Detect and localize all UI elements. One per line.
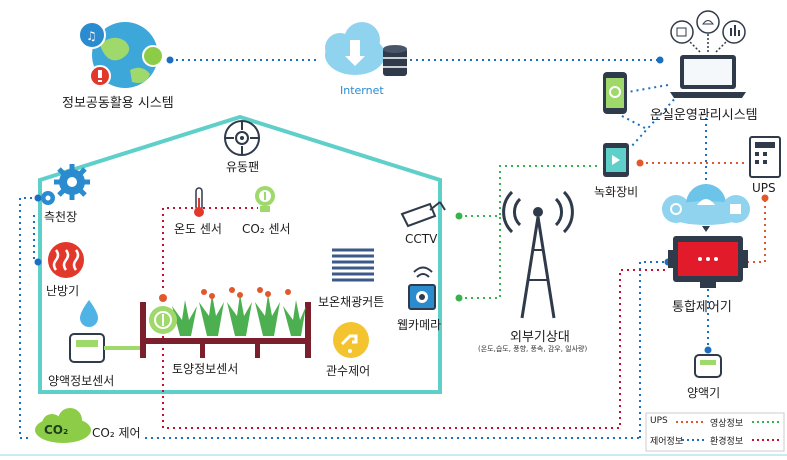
co2-sensor-icon xyxy=(255,186,275,212)
link-phone-recorder xyxy=(619,114,646,129)
label-co2-sensor: CO₂ 센서 xyxy=(242,222,291,236)
mgmt-apps-icon xyxy=(670,10,746,53)
controller-monitor-icon xyxy=(668,236,748,288)
irrigation-icon xyxy=(333,322,369,358)
svg-text:♫: ♫ xyxy=(86,29,97,43)
link-cctv-recorder xyxy=(459,165,600,217)
label-outdoor-weather: 외부기상대 xyxy=(510,330,570,345)
co2-badge-text: CO₂ xyxy=(44,423,69,437)
label-weather-station: 측천장 xyxy=(44,210,78,224)
controller-cloud-icon xyxy=(662,184,750,232)
laptop-icon xyxy=(670,55,746,98)
legend-environment-label: 환경정보 xyxy=(710,437,744,447)
link-left-bottom xyxy=(19,420,30,439)
label-nutrient-unit: 양액기 xyxy=(687,386,721,400)
antenna-tower-icon xyxy=(502,190,574,319)
label-greenhouse-mgmt: 온실운영관리시스템 xyxy=(650,108,758,123)
label-recording: 녹화장비 xyxy=(594,185,639,199)
label-ups: UPS xyxy=(752,181,776,195)
legend-box xyxy=(645,412,785,452)
link-left-vertical xyxy=(19,197,38,420)
label-integrated-control: 통합제어기 xyxy=(672,300,732,315)
cctv-icon xyxy=(400,201,446,228)
thermometer-icon xyxy=(194,187,204,217)
smartphone-icon xyxy=(603,72,627,114)
label-irrigation: 관수제어 xyxy=(326,364,371,378)
nutrient-sensor-icon xyxy=(69,333,140,363)
ups-icon xyxy=(749,136,781,178)
link-weather-heater xyxy=(33,215,38,263)
label-temp-sensor: 온도 센서 xyxy=(174,222,222,236)
label-internet: Internet xyxy=(340,84,384,97)
link-env-sensors xyxy=(162,207,258,288)
webcam-icon xyxy=(408,266,436,310)
label-outdoor-weather-detail: (온도,습도, 풍향, 풍속, 감우, 일사량) xyxy=(478,345,588,353)
label-nutrient-sensor: 양액정보센서 xyxy=(48,374,115,388)
label-co2-control: CO₂ 제어 xyxy=(92,426,141,440)
planter-bench xyxy=(140,302,311,358)
link-mgmt-phone xyxy=(627,84,669,93)
legend-control-label: 제어정보 xyxy=(650,437,684,447)
co2-cloud-icon xyxy=(35,408,91,443)
label-heater: 난방기 xyxy=(46,284,80,298)
link-co2-controller xyxy=(639,261,668,438)
database-icon xyxy=(383,45,407,76)
cloud-icon xyxy=(325,22,385,75)
legend-ups-label: UPS xyxy=(650,416,668,426)
label-cctv: CCTV xyxy=(405,232,438,246)
recorder-icon xyxy=(603,143,629,177)
link-ups-controller xyxy=(745,200,766,263)
water-drop-icon xyxy=(80,300,98,327)
globe-icon: ♫ xyxy=(78,21,164,88)
label-thermal-curtain: 보온채광커튼 xyxy=(318,295,385,309)
legend-video-label: 영상정보 xyxy=(710,419,744,429)
fan-icon xyxy=(224,120,260,156)
label-info-sharing: 정보공동활용 시스템 xyxy=(62,96,174,111)
heater-icon xyxy=(48,242,84,278)
curtain-icon xyxy=(330,246,376,290)
link-webcam xyxy=(459,216,501,299)
label-soil-sensor: 토양정보센서 xyxy=(172,362,239,376)
gear-icon xyxy=(41,164,90,205)
nutrient-unit-icon xyxy=(694,354,722,378)
plants xyxy=(172,287,306,336)
label-fan: 유동팬 xyxy=(226,160,260,174)
label-webcam: 웹카메라 xyxy=(397,318,442,332)
soil-sensor-icon xyxy=(149,306,177,334)
